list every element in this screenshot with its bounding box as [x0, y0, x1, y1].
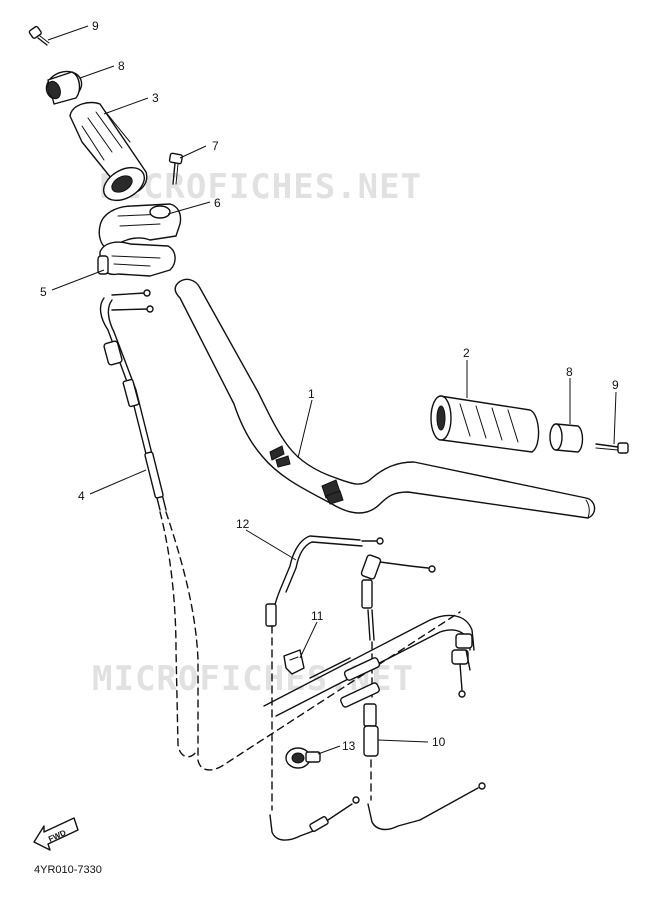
grip-right: [430, 395, 540, 453]
callout-8-left: 8: [118, 59, 125, 73]
grip-left: [69, 101, 148, 202]
callout-5: 5: [40, 285, 47, 299]
callout-8-right: 8: [566, 365, 573, 379]
clip-11: [283, 649, 305, 675]
diagram-code: 4YR010-7330: [34, 864, 102, 876]
grip-end-left: [45, 70, 83, 105]
callout-6: 6: [214, 196, 221, 210]
holder-13: [285, 747, 321, 769]
callout-7: 7: [212, 139, 219, 153]
callout-9-left: 9: [92, 19, 99, 33]
callout-11: 11: [311, 609, 324, 623]
callout-2: 2: [463, 346, 470, 360]
callout-4: 4: [78, 489, 85, 503]
grip-end-right: [549, 423, 584, 453]
bolt-right: [595, 442, 629, 454]
handlebar: [174, 278, 596, 519]
screw-7: [168, 152, 183, 185]
callout-3: 3: [152, 91, 159, 105]
leader-lines: [47, 25, 617, 755]
throttle-cable: [99, 289, 461, 771]
callout-1: 1: [308, 387, 315, 401]
cable-10: [360, 554, 486, 831]
callout-9-right: 9: [612, 378, 619, 392]
callout-13: 13: [342, 739, 356, 753]
watermark-top: MICROFICHES.NET: [100, 167, 422, 207]
bolt-left: [28, 25, 50, 46]
switch-housing-upper: [98, 203, 182, 249]
throttle-cables-long: [263, 614, 475, 717]
cable-12: [265, 535, 384, 841]
callout-12: 12: [236, 517, 250, 531]
switch-housing-lower: [97, 241, 176, 277]
callout-10: 10: [432, 735, 446, 749]
fwd-arrow: FWD: [33, 817, 79, 851]
